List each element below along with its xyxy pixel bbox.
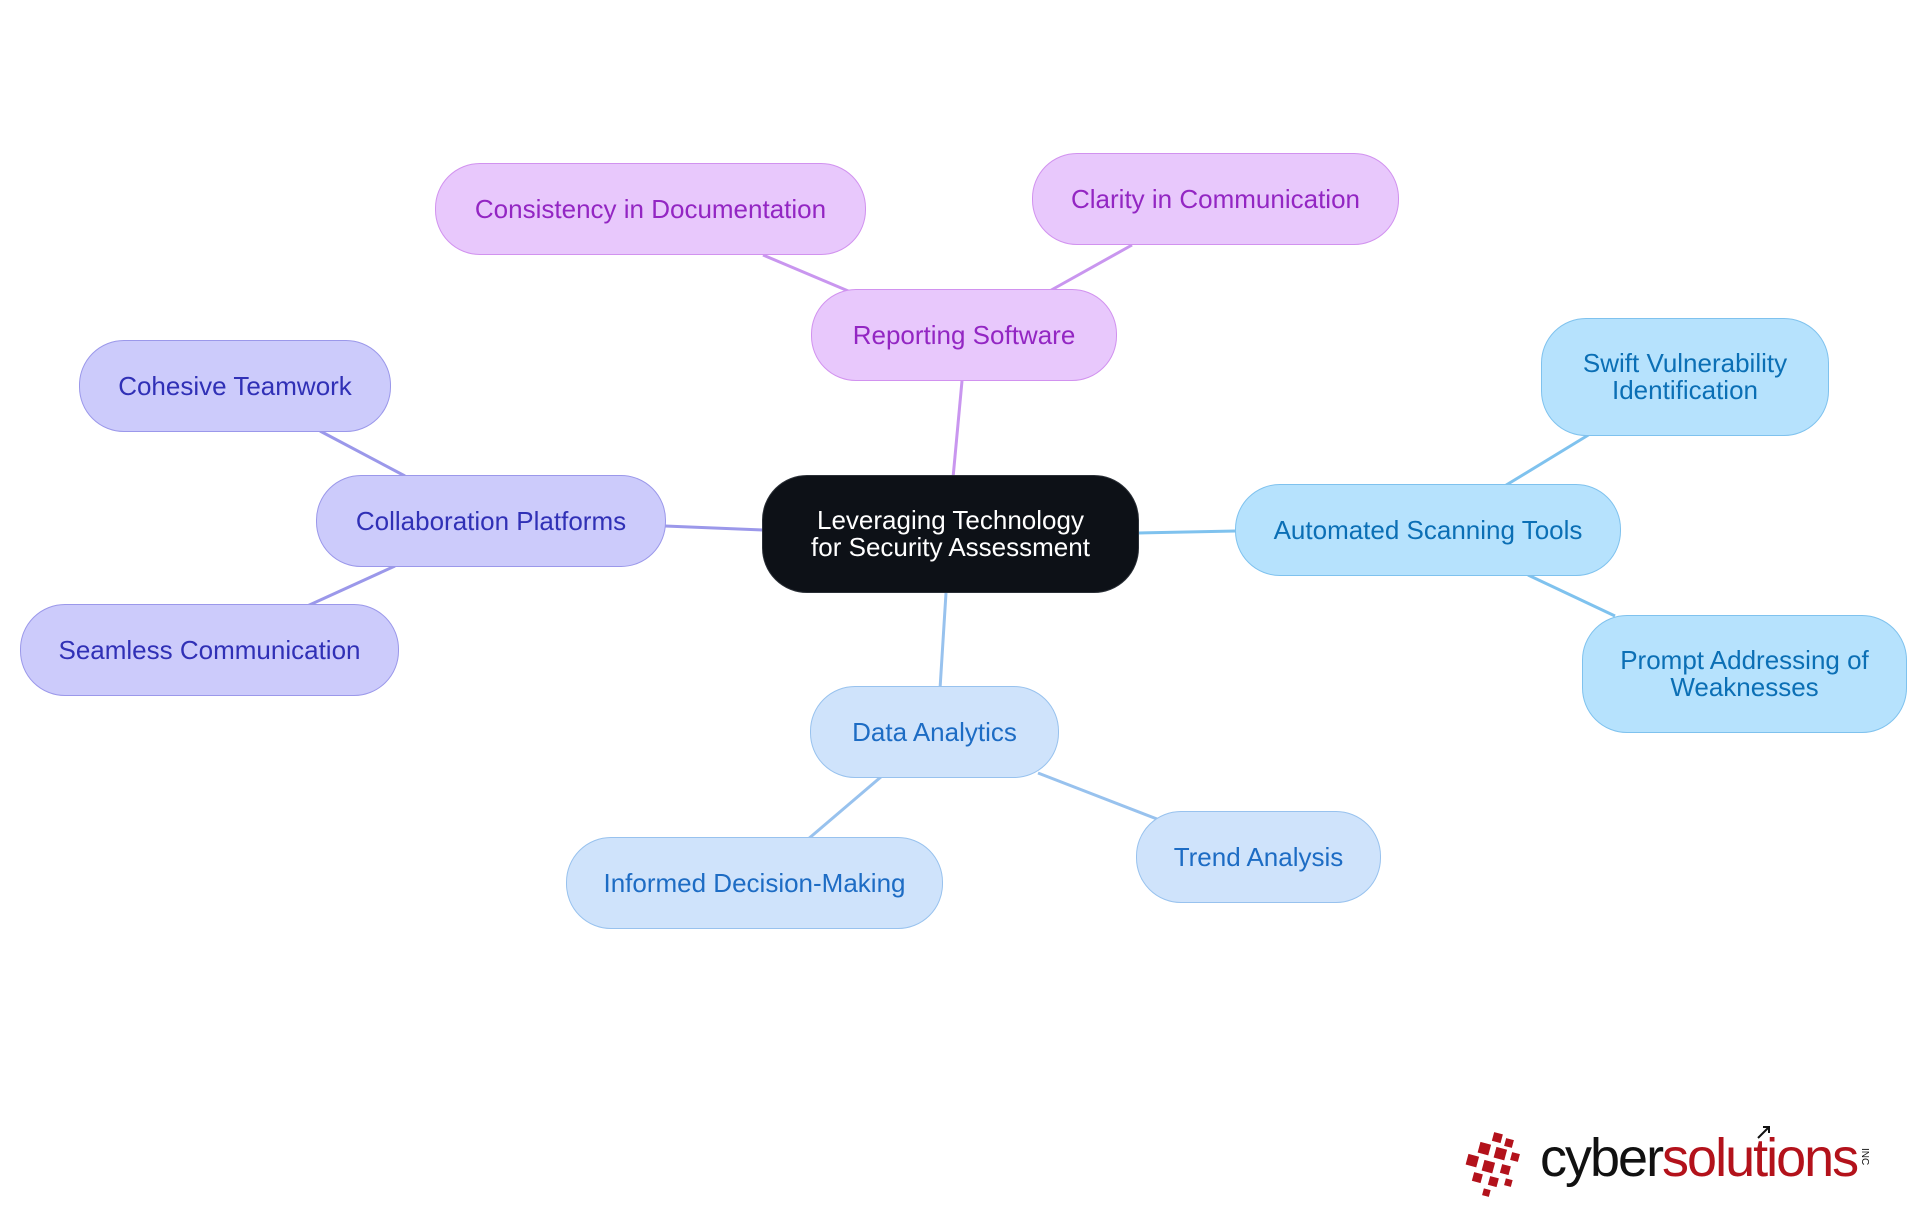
leaf-cohesive-teamwork: Cohesive Teamwork — [79, 340, 391, 432]
branch-label: Automated Scanning Tools — [1273, 514, 1583, 545]
leaf-label: Informed Decision-Making — [603, 867, 906, 898]
leaf-clarity-in-communication: Clarity in Communication — [1032, 153, 1399, 245]
logo-mark-icon — [1465, 1132, 1520, 1197]
edge-reporting-consistency — [762, 253, 854, 295]
leaf-seamless-communication: Seamless Communication — [20, 604, 399, 696]
branch-data-analytics: Data Analytics — [810, 686, 1059, 778]
leaf-label: Trend Analysis — [1173, 841, 1344, 872]
leaf-label: Prompt Addressing of Weaknesses — [1620, 645, 1869, 702]
root-label: Leveraging Technology for Security Asses… — [811, 505, 1090, 562]
leaf-label: Clarity in Communication — [1071, 183, 1360, 214]
edge-scanning-prompt — [1527, 573, 1616, 618]
logo-solutions-text: solutions — [1662, 1128, 1859, 1188]
logo-cyber-text: cyber — [1540, 1128, 1664, 1188]
leaf-label: Cohesive Teamwork — [118, 370, 352, 401]
leaf-prompt-addressing-of-weaknesses: Prompt Addressing of Weaknesses — [1582, 615, 1907, 733]
edge-analytics-trend — [1037, 771, 1158, 821]
branch-reporting-software: Reporting Software — [811, 289, 1117, 381]
branch-label: Collaboration Platforms — [355, 505, 627, 536]
branch-automated-scanning-tools: Automated Scanning Tools — [1235, 484, 1621, 576]
logo-arrow-icon — [1757, 1126, 1770, 1139]
edge-collaboration-seamless — [304, 564, 396, 609]
leaf-swift-vulnerability-identification: Swift Vulnerability Identification — [1541, 318, 1829, 436]
edge-root-reporting — [951, 380, 964, 479]
leaf-informed-decision-making: Informed Decision-Making — [566, 837, 943, 929]
cybersolutions-logo: cybersolutions INC — [1465, 1126, 1885, 1197]
leaf-label: Swift Vulnerability Identification — [1582, 348, 1788, 405]
branch-label: Data Analytics — [852, 716, 1017, 747]
edge-reporting-clarity — [1045, 243, 1133, 295]
root-node: Leveraging Technology for Security Asses… — [762, 475, 1139, 593]
branch-label: Reporting Software — [852, 319, 1076, 350]
edge-scanning-swift — [1502, 432, 1591, 489]
edge-root-analytics — [938, 592, 948, 690]
edge-root-scanning — [1137, 529, 1237, 535]
leaf-trend-analysis: Trend Analysis — [1136, 811, 1381, 903]
logo-inc-text: INC — [1859, 1148, 1870, 1166]
logo-wordmark: cybersolutions — [1540, 1128, 1859, 1188]
branch-collaboration-platforms: Collaboration Platforms — [316, 475, 666, 567]
leaf-consistency-in-documentation: Consistency in Documentation — [435, 163, 866, 255]
leaf-label: Consistency in Documentation — [474, 193, 827, 224]
edge-root-collaboration — [664, 524, 764, 532]
edge-analytics-informed — [806, 774, 883, 842]
leaf-label: Seamless Communication — [58, 634, 361, 665]
edge-collaboration-cohesive — [319, 429, 406, 478]
